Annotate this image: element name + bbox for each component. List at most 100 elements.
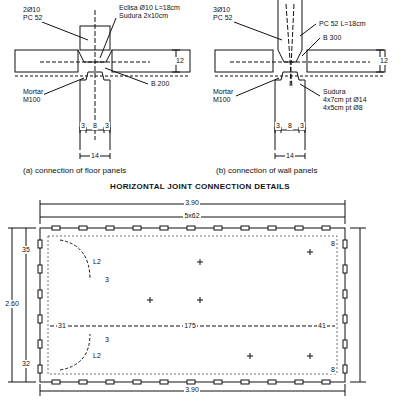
lifting-marks-line [307,353,313,359]
dimension-label: 3 [104,122,110,130]
shear-keys-line [295,226,303,230]
shear-keys-line [343,365,347,373]
dimension-label: 3.90 [184,386,200,394]
panel-plan-line [40,228,345,382]
dimension-label: Mortar [22,88,44,96]
wall-joint-detail-line [376,72,384,73]
shear-keys-line [295,380,303,384]
shear-keys-line [268,226,276,230]
dimension-label: 12 [379,57,389,65]
wall-joint-detail-line [275,153,276,159]
shear-keys-line [133,226,141,230]
shear-keys-line [160,380,168,384]
dimension-label: 8 [92,122,98,130]
floor-joint-detail-line [172,50,180,51]
wall-joint-detail-line [230,62,370,63]
shear-keys-line [38,265,42,273]
shear-keys-line [343,340,347,348]
dimension-label: PC 52 [212,14,233,22]
panel-plan-line [350,382,366,383]
shear-keys-line [241,380,249,384]
shear-keys-line [343,290,347,298]
dimension-label: 12 [175,57,185,65]
dimension-label: 14 [285,152,295,160]
dimension-label: 3.90 [184,199,200,207]
dimension-label: B 300 [322,34,342,42]
lifting-marks-line [197,297,203,303]
dimension-label: PC 52 L=18cm [318,20,367,28]
shear-keys-line [79,380,87,384]
detail-caption: (a) connection of floor panels [22,166,127,175]
dimension-label: 3 [275,122,281,130]
shear-keys-line [133,380,141,384]
dimension-label: 3 [80,122,86,130]
floor-joint-detail [15,10,190,159]
wall-joint-detail-line [215,50,273,72]
shear-keys-line [268,380,276,384]
shear-keys-line [214,380,222,384]
lifting-marks-line [307,249,313,255]
dimension-label: Sudura [322,88,347,96]
dimension-label: M100 [212,96,232,104]
wall-joint-detail-line [376,50,384,51]
wall-joint-detail-line [302,38,320,56]
shear-keys-line [38,315,42,323]
wall-joint-detail-line [300,84,320,96]
wall-joint-detail-line [307,50,385,72]
shear-keys-line [322,380,330,384]
shear-keys-line [106,226,114,230]
shear-keys-line [187,380,195,384]
floor-joint-detail-line [15,76,190,77]
panel-plan-line [8,228,36,229]
panel-plan-line [40,200,41,224]
panel-plan-line [360,228,361,382]
wall-joint-detail-line [215,76,385,77]
floor-joint-detail-line [80,153,81,159]
dimension-label: Sudura 2x10cm [118,12,169,20]
dimension-label: 8 [330,240,336,248]
shear-keys-line [343,265,347,273]
panel-plan-line [8,382,36,383]
dimension-label: 4x7cm pt Ø14 [322,96,368,104]
shear-keys-line [343,315,347,323]
dimension-label: 5x62 [183,212,200,220]
floor-joint-detail-line [112,50,190,72]
drawing-title: HORIZONTAL JOINT CONNECTION DETAILS [109,182,291,191]
dimension-label: Eclisa Ø10 L=18cm [118,4,181,12]
shear-keys-line [38,290,42,298]
dimension-label: L2 [92,258,102,266]
detail-caption: (b) connection of wall panels [215,166,318,175]
dimension-label: 14 [90,152,100,160]
dimension-label: 3 [104,276,110,284]
dimension-label: 8 [330,366,336,374]
panel-plan-line [48,236,337,374]
dimension-label: M100 [22,96,42,104]
dimension-label: B 200 [150,80,170,88]
panel-plan-line [60,240,90,280]
lifting-marks-line [197,259,203,265]
dimension-label: 35 [21,246,31,254]
shear-keys-line [322,226,330,230]
dimension-label: 41 [317,322,327,330]
floor-joint-detail-line [172,72,180,73]
dimension-label: 2.60 [4,300,20,308]
dimension-label: 8 [287,122,293,130]
shear-keys-line [79,226,87,230]
panel-plan-line [350,228,366,229]
shear-keys-line [106,380,114,384]
shear-keys-line [187,226,195,230]
dimension-label: L2 [92,352,102,360]
shear-keys-line [38,340,42,348]
dimension-label: 3 [104,336,110,344]
floor-joint-detail-line [95,10,96,140]
dimension-label: 175 [183,322,197,330]
wall-joint-detail-line [290,4,294,88]
panel-plan-line [40,384,41,396]
wall-joint-detail-line [234,22,282,40]
wall-joint-detail-line [236,78,279,96]
shear-keys-line [241,226,249,230]
panel-plan-line [60,334,90,370]
shear-keys-line [38,365,42,373]
